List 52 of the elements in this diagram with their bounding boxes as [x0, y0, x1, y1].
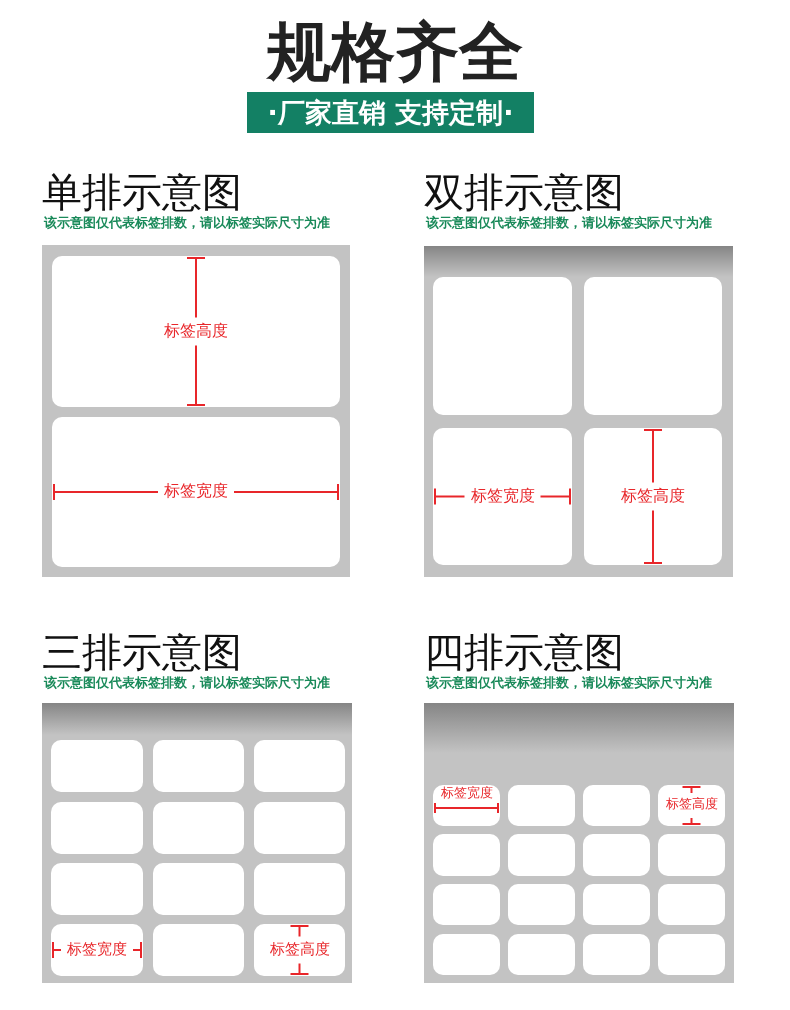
label-cell — [254, 802, 345, 854]
label-cell — [254, 740, 345, 792]
label-cell — [658, 785, 725, 826]
label-cell — [51, 863, 143, 915]
label-cell — [254, 863, 345, 915]
heading: 四排示意图 — [424, 628, 624, 675]
banner: ·厂家直销 支持定制· — [247, 92, 534, 133]
label-cell — [508, 934, 575, 975]
dimension-label: 标签高度 — [619, 486, 687, 505]
dimension-label: 标签宽度 — [439, 786, 494, 801]
label-cell — [153, 740, 244, 792]
label-cell — [433, 834, 500, 876]
label-cell — [583, 834, 650, 876]
label-cell — [52, 417, 340, 567]
heading: 双排示意图 — [424, 168, 624, 215]
label-cell — [153, 863, 244, 915]
label-cell — [583, 884, 650, 925]
label-cell — [433, 884, 500, 925]
title: 规格齐全 — [265, 14, 524, 90]
label-cell — [658, 884, 725, 925]
label-cell — [658, 934, 725, 975]
label-cell — [153, 924, 244, 976]
note-text: 该示意图仅代表标签排数，请以标签实际尺寸为准 — [426, 674, 712, 692]
label-cell — [433, 934, 500, 975]
label-cell — [52, 256, 340, 407]
label-cell — [433, 277, 572, 415]
label-cell — [583, 934, 650, 975]
note-text: 该示意图仅代表标签排数，请以标签实际尺寸为准 — [44, 674, 330, 692]
label-cell — [584, 428, 722, 565]
label-cell — [583, 785, 650, 826]
label-cell — [51, 802, 143, 854]
label-cell — [433, 428, 572, 565]
label-cell — [508, 884, 575, 925]
heading: 单排示意图 — [42, 168, 242, 215]
label-cell — [433, 785, 500, 826]
heading: 三排示意图 — [42, 628, 242, 675]
dimension-label: 标签宽度 — [162, 482, 230, 500]
label-cell — [254, 924, 345, 976]
dimension-label: 标签高度 — [267, 940, 332, 957]
label-cell — [51, 740, 143, 792]
dimension-label: 标签高度 — [162, 321, 230, 340]
label-cell — [508, 834, 575, 876]
label-cell — [51, 924, 143, 976]
note-text: 该示意图仅代表标签排数，请以标签实际尺寸为准 — [426, 214, 712, 232]
label-cell — [584, 277, 722, 415]
label-cell — [153, 802, 244, 854]
label-cell — [658, 834, 725, 876]
dimension-label: 标签宽度 — [65, 940, 129, 957]
note-text: 该示意图仅代表标签排数，请以标签实际尺寸为准 — [44, 214, 330, 232]
dimension-label: 标签高度 — [663, 797, 720, 812]
dimension-label: 标签宽度 — [468, 486, 537, 505]
label-cell — [508, 785, 575, 826]
